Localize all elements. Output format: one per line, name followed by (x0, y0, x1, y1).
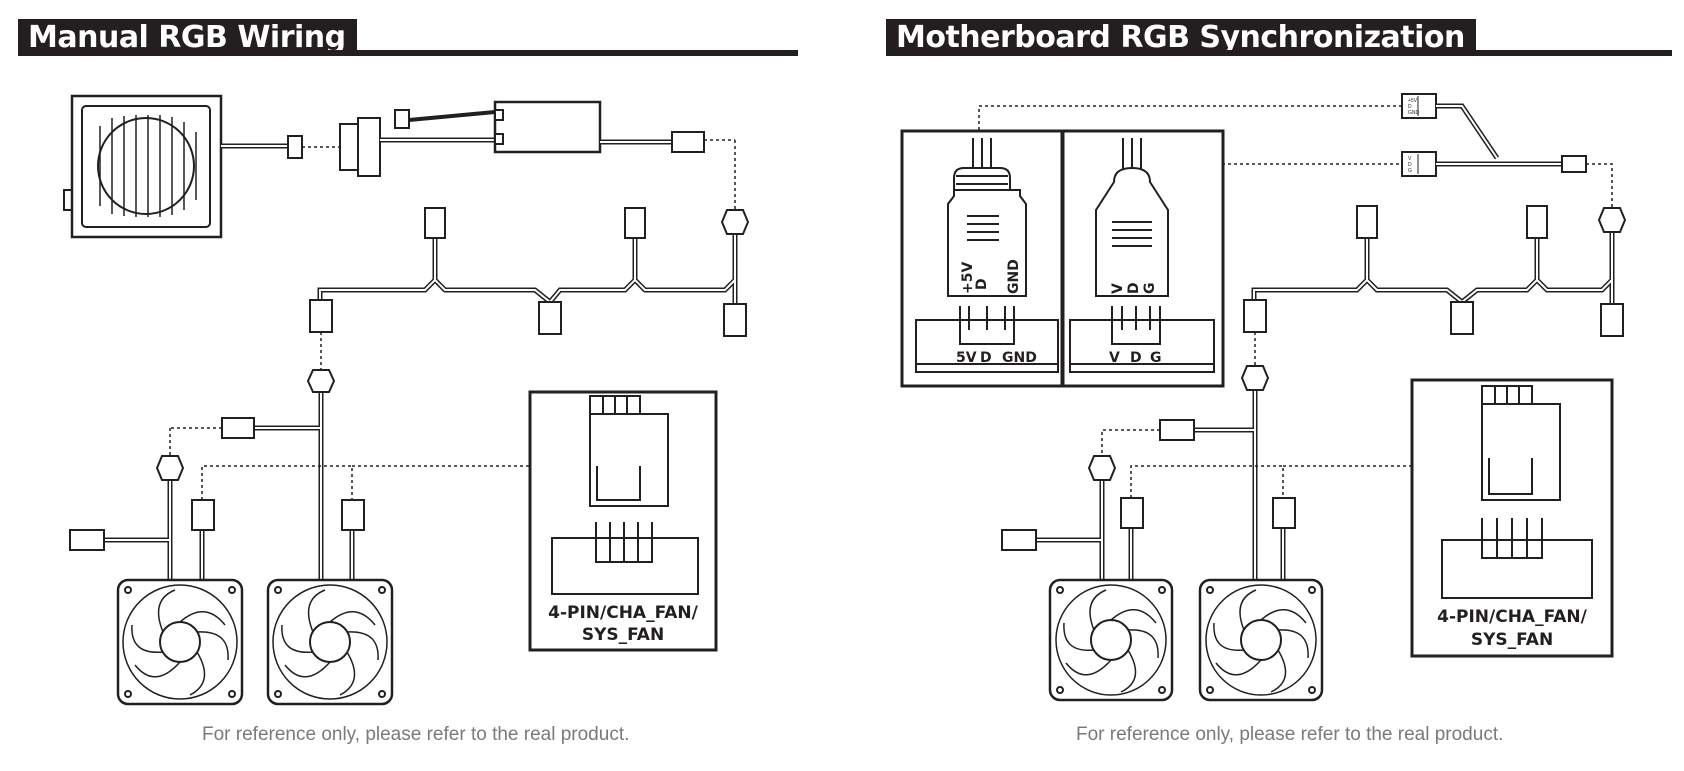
fan-right-icon (1198, 578, 1324, 702)
plug-label-5v: +5V (960, 262, 976, 294)
plug-label-gnd: GND (1006, 259, 1022, 294)
socket-label-g: G (1150, 350, 1162, 366)
fan-left-icon (1048, 578, 1174, 702)
fan-header-box (528, 390, 718, 652)
socket-label-d2: D (1130, 350, 1142, 366)
fan-header-box (1410, 378, 1614, 658)
fan-left-icon (116, 578, 244, 706)
power-supply-icon (63, 94, 223, 239)
plug-label-v: V (1110, 283, 1126, 294)
splitter-top-label-d: D (1408, 104, 1412, 110)
socket-label-v: V (1109, 350, 1120, 366)
plug-label-d: D (974, 278, 990, 290)
plug-label-d2: D (1126, 282, 1142, 294)
sync-caption: For reference only, please refer to the … (1076, 724, 1504, 745)
splitter-top-label-5v: +5V (1408, 98, 1418, 104)
socket-label-5v: 5V (956, 350, 977, 366)
splitter-bottom-label-g: G (1408, 168, 1412, 174)
splitter-top-label-gnd: GND (1408, 110, 1420, 116)
plug-label-g: G (1142, 283, 1158, 295)
socket-label-d: D (980, 350, 992, 366)
sync-wiring-diagram: +5V D GND V D G +5V D GND 5V D GND V D G… (900, 93, 1627, 702)
header-vdg-card (1061, 129, 1225, 388)
fan-header-label-line2: SYS_FAN (582, 625, 664, 645)
sync-title-rule (886, 50, 1672, 56)
socket-label-gnd: GND (1002, 350, 1037, 366)
sync-rgb-panel: Motherboard RGB Synchronization (842, 0, 1684, 771)
manual-title-rule (18, 50, 798, 56)
manual-rgb-title: Manual RGB Wiring (18, 19, 357, 56)
splitter-bottom-label-v: V (1408, 156, 1412, 162)
manual-wiring-diagram: 4-PIN/CHA_FAN/ SYS_FAN (63, 94, 750, 706)
splitter-bottom-label-d: D (1408, 162, 1412, 168)
manual-rgb-panel: Manual RGB Wiring (18, 19, 798, 745)
manual-caption: For reference only, please refer to the … (202, 724, 630, 745)
fan-header-label-line1: 4-PIN/CHA_FAN/ (548, 603, 699, 623)
fan-right-icon (266, 578, 394, 706)
fan-header-label-line1: 4-PIN/CHA_FAN/ (1437, 607, 1588, 627)
sync-rgb-title: Motherboard RGB Synchronization (886, 19, 1476, 56)
fan-header-label-line2: SYS_FAN (1471, 630, 1553, 650)
